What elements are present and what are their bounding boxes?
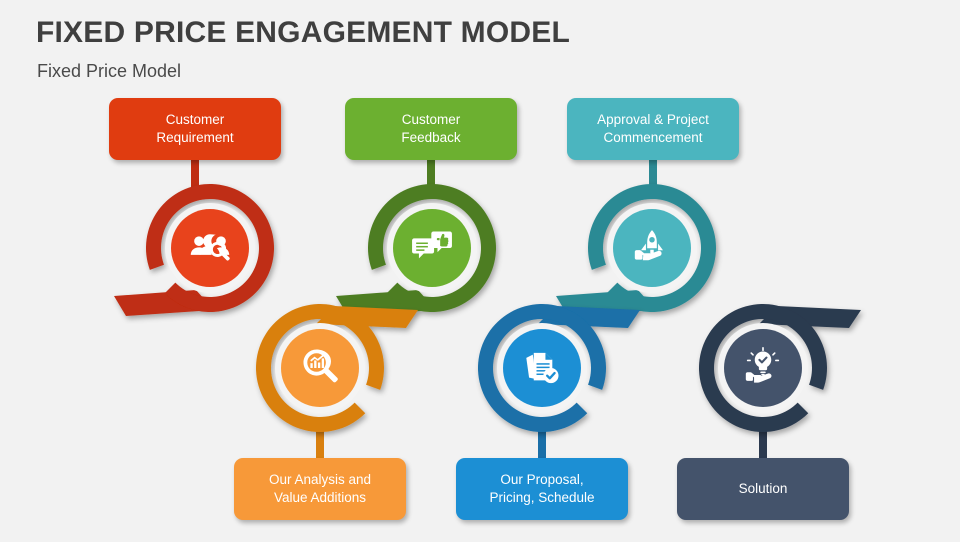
step-label-line1: Our Proposal, bbox=[500, 471, 584, 487]
connector-solution bbox=[759, 422, 767, 460]
step-label-line1: Approval & Project bbox=[597, 111, 709, 127]
step-label-line1: Customer bbox=[165, 111, 225, 127]
step-label-line2: Requirement bbox=[156, 130, 234, 145]
step-label-line1: Solution bbox=[738, 480, 788, 496]
step-label-solution[interactable]: Solution bbox=[677, 458, 849, 520]
step-label-line2: Commencement bbox=[603, 130, 703, 145]
connector-customer-feedback bbox=[427, 158, 435, 196]
step-label-line1: Customer bbox=[401, 111, 461, 127]
step-label-line2: Pricing, Schedule bbox=[489, 490, 595, 505]
step-label-our-proposal-pricing-schedule[interactable]: Our Proposal, Pricing, Schedule bbox=[456, 458, 628, 520]
connector-customer-requirement bbox=[191, 158, 199, 196]
connector-approval-project-commencement bbox=[649, 158, 657, 196]
step-label-line1: Our Analysis and bbox=[268, 471, 372, 487]
step-label-line2: Value Additions bbox=[273, 490, 367, 505]
step-label-line2: Feedback bbox=[401, 130, 461, 145]
connector-our-proposal-pricing-schedule bbox=[538, 422, 546, 460]
page-title: FIXED PRICE ENGAGEMENT MODEL bbox=[36, 16, 570, 49]
page-subtitle: Fixed Price Model bbox=[37, 61, 182, 81]
connector-our-analysis-and-value-additions bbox=[316, 422, 324, 460]
